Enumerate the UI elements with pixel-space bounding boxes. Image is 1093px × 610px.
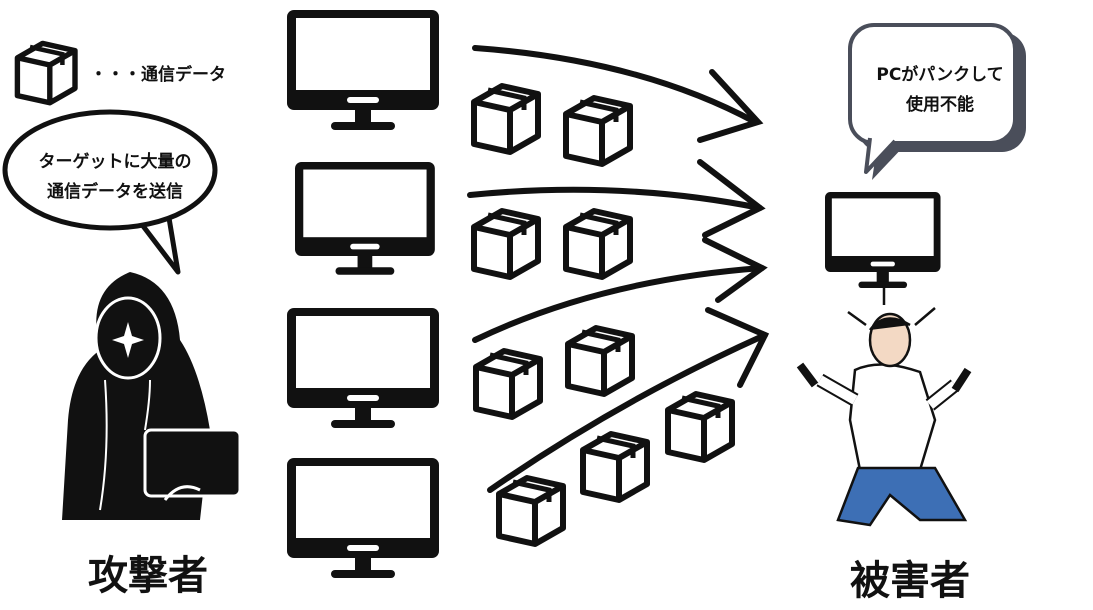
victim-speech-line-2: 使用不能: [906, 95, 974, 115]
attacker-speech-bubble: [2, 109, 218, 275]
victim-figure-icon: [796, 285, 972, 527]
hacker-figure-icon: [62, 272, 242, 520]
attacker-speech-line-2: 通信データを送信: [47, 182, 183, 202]
attacker-pc-4: [287, 458, 439, 578]
attacker-speech-line-1: ターゲットに大量の: [38, 152, 192, 172]
legend-box-icon: [17, 43, 75, 102]
legend-text: ・・・通信データ: [90, 65, 226, 85]
victim-label: 被害者: [850, 558, 970, 604]
attacker-pc-3: [287, 308, 439, 428]
victim-pc: [825, 192, 941, 288]
victim-speech-line-1: PCがパンクして: [876, 65, 1004, 85]
traffic-arrows: [467, 45, 770, 493]
attacker-label: 攻撃者: [88, 553, 208, 599]
attacker-pc-1: [287, 10, 439, 130]
victim-speech-text: PCがパンクして 使用不能: [855, 60, 1025, 120]
attacker-pc-2: [295, 162, 435, 275]
attacker-speech-text: ターゲットに大量の 通信データを送信: [15, 147, 215, 207]
victim-speech-bubble: [848, 23, 1026, 180]
